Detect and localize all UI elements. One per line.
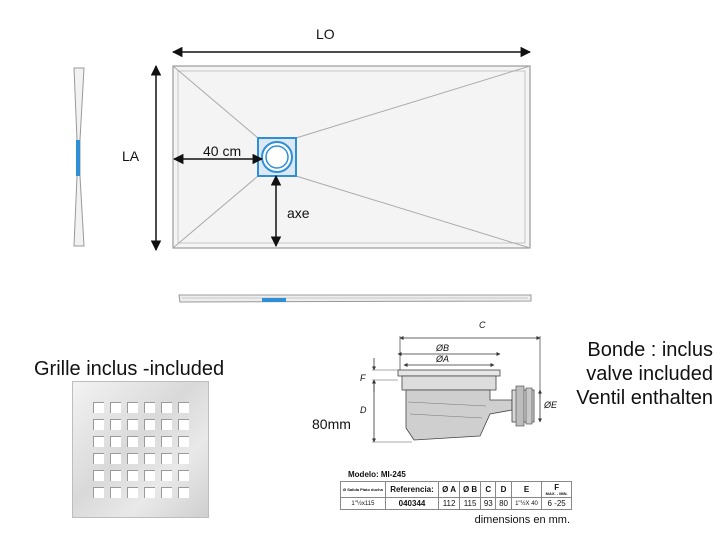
table-header: Ø B <box>458 481 482 498</box>
tray-front-profile <box>178 294 532 303</box>
grille-hole <box>161 402 172 413</box>
table-header-f-sub: MAX. - MIN. <box>545 491 568 496</box>
tray-side-profile <box>73 67 85 247</box>
grille-hole <box>127 487 138 498</box>
axis-label: axe <box>287 205 310 221</box>
grille-hole <box>144 453 155 464</box>
table-cell: 80 <box>495 497 512 510</box>
spec-grid: Ø Salida Plato ducha Referencia: Ø A Ø B… <box>340 481 572 510</box>
table-cell: 1"½x115 <box>340 497 386 510</box>
length-label: LO <box>316 26 335 42</box>
width-label: LA <box>122 148 140 164</box>
grille-hole <box>127 419 138 430</box>
grille-hole <box>144 419 155 430</box>
grille-hole <box>93 419 104 430</box>
grille-hole <box>161 453 172 464</box>
grille-hole <box>178 453 189 464</box>
grille-hole <box>178 436 189 447</box>
grille-hole <box>127 453 138 464</box>
grille-hole <box>178 419 189 430</box>
table-header-f: F <box>554 483 560 492</box>
drain-dim-f: F <box>360 373 366 383</box>
grille-title: Grille inclus -included <box>34 358 225 380</box>
grille-hole <box>110 470 121 481</box>
grille-hole <box>93 453 104 464</box>
grille-hole <box>127 402 138 413</box>
grille-hole <box>144 402 155 413</box>
table-header: Ø Salida Plato ducha <box>340 481 386 498</box>
grille-hole <box>127 436 138 447</box>
grille-hole <box>93 470 104 481</box>
grille-hole <box>161 470 172 481</box>
drain-icon <box>257 137 297 177</box>
grille-hole <box>161 436 172 447</box>
drain-dim-c: C <box>479 320 486 330</box>
grille-hole <box>161 487 172 498</box>
grille-hole <box>178 487 189 498</box>
table-cell: 6 -25 <box>541 497 572 510</box>
grille-hole <box>110 453 121 464</box>
grille-hole <box>144 436 155 447</box>
grille-hole <box>93 436 104 447</box>
grille-hole <box>178 402 189 413</box>
table-cell: 1"½X 40 <box>510 497 543 510</box>
spec-table: Modelo: MI-245 Ø Salida Plato ducha Refe… <box>340 470 580 526</box>
table-model: Modelo: MI-245 <box>348 470 406 479</box>
drain-caption-line: Ventil enthalten <box>576 387 713 409</box>
drain-height-label: 80mm <box>312 416 351 432</box>
grille-hole <box>110 402 121 413</box>
table-header-row: Ø Salida Plato ducha Referencia: Ø A Ø B… <box>340 481 572 498</box>
grille-hole <box>110 436 121 447</box>
drain-caption-line: Bonde : inclus <box>587 339 713 361</box>
grille-hole <box>127 470 138 481</box>
table-footer: dimensions en mm. <box>474 514 570 526</box>
table-header: Referencia: <box>384 481 440 498</box>
table-header: E <box>510 481 543 498</box>
grille-hole <box>110 487 121 498</box>
drain-dim-b: ØB <box>436 343 450 353</box>
distance-label: 40 cm <box>203 143 242 159</box>
table-cell: 115 <box>458 497 482 510</box>
table-cell: 040344 <box>384 497 440 510</box>
table-header: D <box>495 481 512 498</box>
grille-hole <box>161 419 172 430</box>
grille-hole <box>178 470 189 481</box>
drain-drawing <box>372 336 542 443</box>
table-cell: 93 <box>480 497 497 510</box>
table-header: Ø A <box>438 481 460 498</box>
grille-image <box>72 381 209 518</box>
table-header: C <box>480 481 497 498</box>
table-cell: 112 <box>438 497 460 510</box>
drain-dim-e: ØE <box>544 400 558 410</box>
drain-dim-a: ØA <box>436 354 450 364</box>
tray-drawing <box>73 46 532 303</box>
grille-hole <box>93 402 104 413</box>
drain-caption: Bonde : inclus valve included Ventil ent… <box>576 338 713 410</box>
grille-hole <box>110 419 121 430</box>
grille-hole <box>144 470 155 481</box>
grille-hole <box>144 487 155 498</box>
drain-dim-d: D <box>360 405 367 415</box>
drain-caption-line: valve included <box>586 363 713 385</box>
grille-hole <box>93 487 104 498</box>
table-row: 1"½x115 040344 112 115 93 80 1"½X 40 6 -… <box>340 497 572 510</box>
